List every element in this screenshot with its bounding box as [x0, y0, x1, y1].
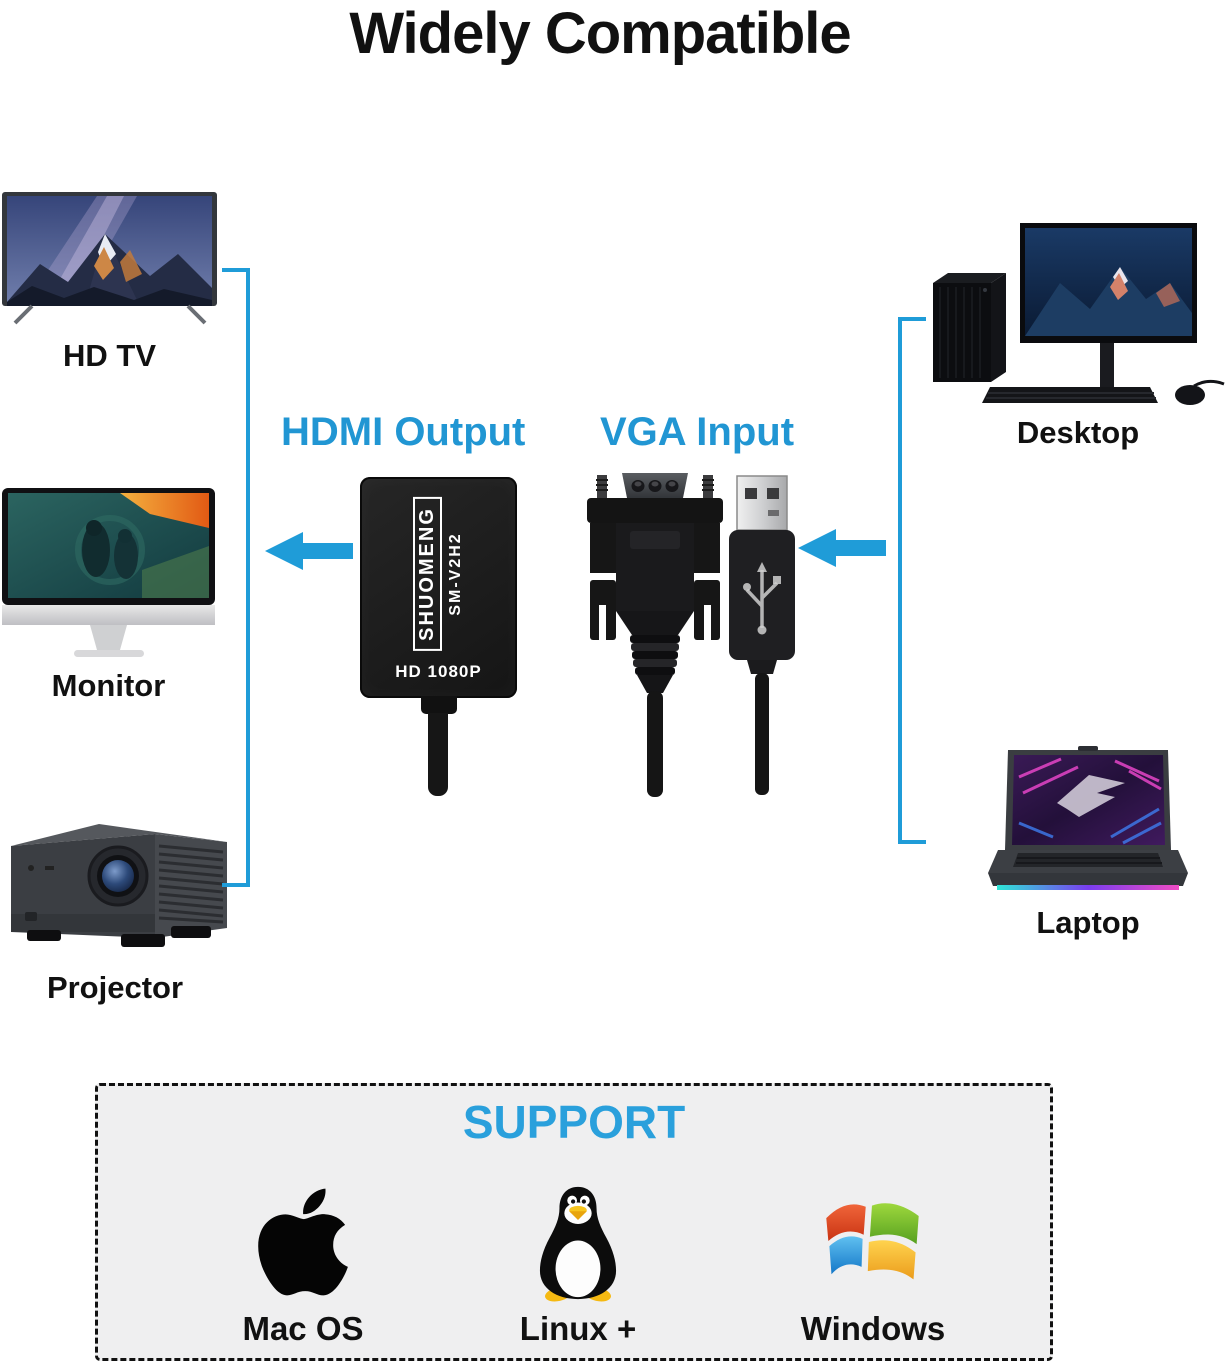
projector-illustration: [11, 824, 227, 947]
support-heading: SUPPORT: [462, 1096, 686, 1148]
device-label-projector: Projector: [46, 970, 184, 1005]
device-monitor: Monitor: [2, 488, 215, 704]
laptop-illustration: [988, 746, 1188, 890]
desktop-illustration: [933, 223, 1225, 405]
device-label-monitor: Monitor: [51, 668, 166, 703]
vga-connector-illustration: [587, 473, 723, 797]
support-label-windows: Windows: [800, 1310, 946, 1347]
page-title: Widely Compatible: [349, 1, 851, 66]
right-bracket-connector: [898, 317, 926, 844]
adapter-body: SHUOMENG SM-V2H2 HD 1080P: [360, 477, 517, 698]
device-label-laptop: Laptop: [1036, 905, 1140, 940]
support-item-windows: Windows: [788, 1180, 958, 1348]
device-laptop: Laptop: [983, 745, 1193, 941]
adapter-brand-block: SHUOMENG SM-V2H2: [412, 497, 465, 652]
usb-connector-illustration: [729, 475, 795, 795]
adapter-cable: [428, 713, 448, 796]
support-item-macos: Mac OS: [228, 1180, 378, 1348]
right-arrow-icon: [798, 529, 886, 567]
hdtv-illustration: [2, 192, 217, 325]
device-projector: Projector: [3, 816, 227, 1006]
adapter-resolution: HD 1080P: [395, 662, 482, 681]
monitor-illustration: [2, 488, 215, 657]
support-label-macos: Mac OS: [242, 1310, 364, 1347]
apple-logo-icon: [228, 1180, 378, 1304]
adapter-model: SM-V2H2: [446, 532, 464, 616]
windows-logo-icon: [788, 1180, 958, 1304]
device-hdtv: HD TV: [2, 190, 217, 374]
adapter-brand-name: SHUOMENG: [412, 497, 442, 652]
support-label-linux: Linux +: [519, 1310, 637, 1347]
device-desktop: Desktop: [928, 215, 1228, 451]
hdmi-output-label: HDMI Output: [281, 410, 526, 454]
vga-input-label: VGA Input: [600, 410, 795, 454]
device-label-hdtv: HD TV: [63, 338, 156, 373]
left-arrow-icon: [265, 532, 353, 570]
linux-tux-icon: [503, 1180, 653, 1304]
adapter-cable-collar: [421, 696, 457, 714]
support-item-linux: Linux +: [503, 1180, 653, 1348]
device-label-desktop: Desktop: [1016, 415, 1140, 450]
left-bracket-connector: [222, 268, 250, 887]
